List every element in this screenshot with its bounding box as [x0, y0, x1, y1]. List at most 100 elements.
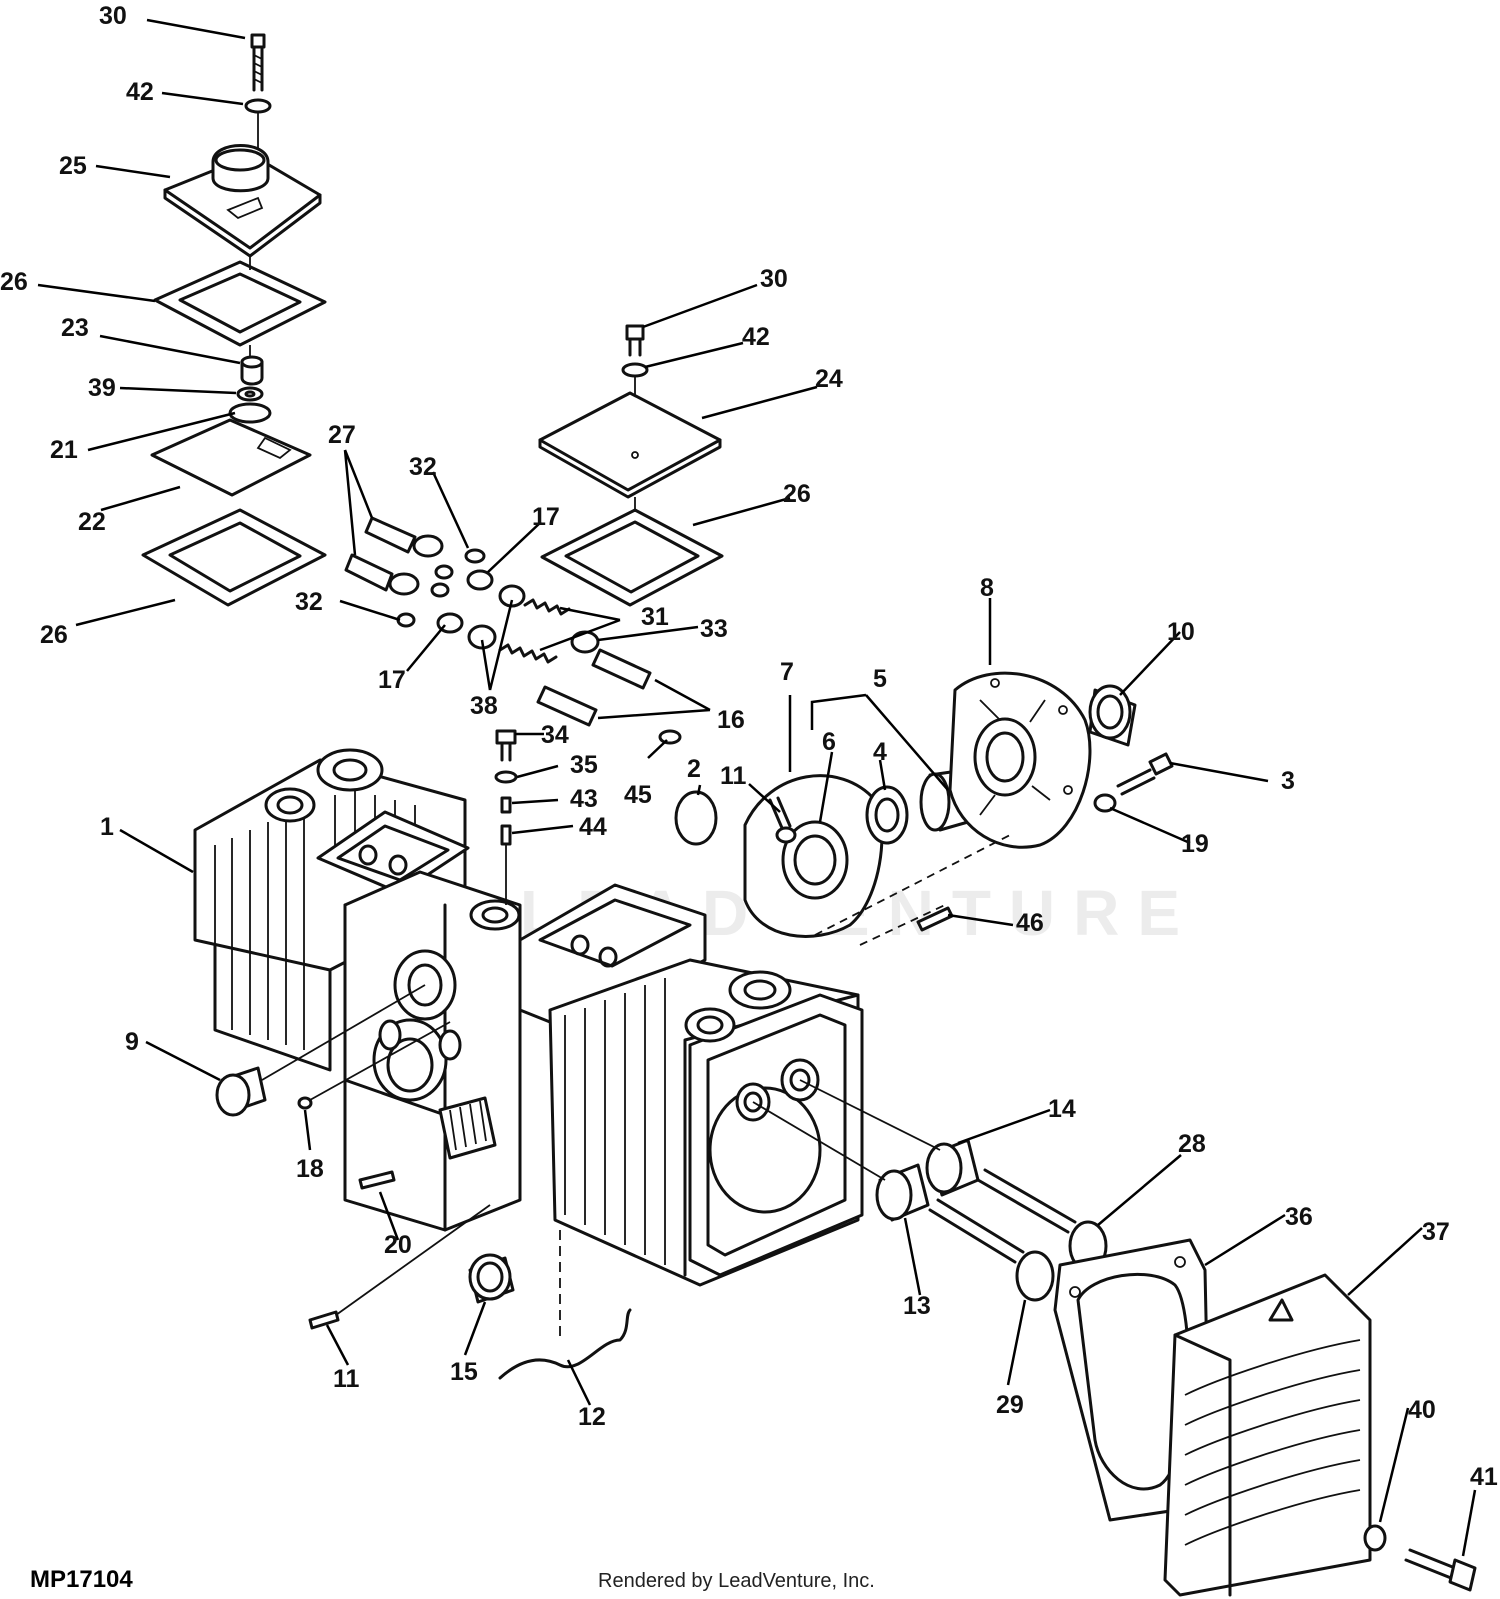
callout-17-upper: 17	[532, 503, 560, 531]
part-26-gasket-upper-left	[153, 260, 327, 347]
part-26-gasket-right	[540, 508, 724, 607]
part-31-valve-springs	[498, 598, 571, 664]
part-24-breather-cover-plate	[538, 391, 722, 499]
callout-28: 28	[1178, 1130, 1206, 1158]
callout-16: 16	[717, 706, 745, 734]
part-42-washer-top	[244, 98, 272, 114]
figure-code: MP17104	[30, 1566, 133, 1593]
callout-6: 6	[822, 728, 836, 756]
part-16-valve-guides	[536, 648, 652, 727]
callout-24: 24	[815, 365, 843, 393]
assembly-line	[752, 1101, 886, 1181]
part-43-pin	[500, 796, 512, 814]
callout-7: 7	[780, 658, 794, 686]
callout-46: 46	[1016, 909, 1044, 937]
part-21-reed	[228, 402, 272, 424]
callout-32-upper: 32	[409, 453, 437, 481]
callout-1: 1	[100, 813, 114, 841]
part-20-pin	[358, 1170, 396, 1190]
callout-11-lower: 11	[333, 1365, 360, 1393]
part-41-capscrew-head	[1404, 1548, 1477, 1592]
callout-30-top: 30	[99, 2, 127, 30]
callout-26-upper-left: 26	[0, 268, 28, 296]
callout-26-lower-left: 26	[40, 621, 68, 649]
part-39-washer	[236, 386, 264, 402]
part-14-valve-seat	[925, 1138, 980, 1197]
callout-8: 8	[980, 574, 994, 602]
callout-37: 37	[1422, 1218, 1450, 1246]
part-44-pin	[500, 824, 512, 846]
part-8-bearing-housing	[948, 671, 1092, 849]
callout-13: 13	[903, 1292, 931, 1320]
callout-14: 14	[1048, 1095, 1076, 1123]
part-38-seals	[467, 584, 526, 650]
callout-36: 36	[1285, 1203, 1313, 1231]
credit-text: Rendered by LeadVenture, Inc.	[598, 1570, 875, 1592]
part-40-washer-head	[1363, 1524, 1387, 1552]
callout-25: 25	[59, 152, 87, 180]
callout-43: 43	[570, 785, 598, 813]
part-13-valve-seat	[875, 1163, 930, 1222]
callout-45: 45	[624, 781, 652, 809]
part-45-o-ring	[658, 729, 682, 745]
callout-38: 38	[470, 692, 498, 720]
callout-29: 29	[996, 1391, 1024, 1419]
part-23-spacer	[240, 355, 264, 386]
part-4-seal	[865, 785, 909, 845]
part-15-bushing	[468, 1253, 515, 1304]
callout-35: 35	[570, 751, 598, 779]
part-35-washer	[494, 770, 518, 784]
callout-22: 22	[78, 508, 106, 536]
callout-42-right: 42	[742, 323, 770, 351]
callout-4: 4	[873, 738, 887, 766]
callout-27: 27	[328, 421, 356, 449]
part-19-washer	[1093, 793, 1117, 813]
assembly-line	[335, 1204, 491, 1316]
part-29-intake-valve	[928, 1198, 1055, 1302]
part-30-capscrew-top	[250, 33, 266, 92]
assembly-line	[261, 984, 426, 1081]
callout-44: 44	[579, 813, 607, 841]
part-2-plug	[674, 790, 718, 846]
callout-5: 5	[873, 665, 887, 693]
callout-3: 3	[1281, 767, 1295, 795]
part-10-seal	[1088, 684, 1137, 747]
callout-2: 2	[687, 755, 701, 783]
callout-41: 41	[1470, 1463, 1498, 1491]
callout-32-lower: 32	[295, 588, 323, 616]
callout-12: 12	[578, 1403, 606, 1431]
callout-20: 20	[384, 1231, 412, 1259]
part-17-retainers	[436, 569, 494, 634]
leader-lines	[37, 18, 1477, 1557]
part-9-bushing	[215, 1066, 267, 1117]
callout-11-plate: 11	[720, 762, 747, 790]
part-42-washer-right	[621, 362, 649, 378]
callout-42-top: 42	[126, 78, 154, 106]
assembly-line	[309, 1021, 451, 1101]
callout-40: 40	[1408, 1396, 1436, 1424]
callout-33: 33	[700, 615, 728, 643]
part-18-plug	[297, 1096, 313, 1110]
callout-21: 21	[50, 436, 78, 464]
callout-26-right: 26	[783, 480, 811, 508]
part-3-capscrew-housing	[1116, 752, 1174, 796]
part-1-crankcase-cylinder-block	[193, 748, 864, 1287]
part-30-capscrew-right	[625, 324, 645, 357]
part-27-valve-lifters	[344, 516, 444, 596]
callout-30-right: 30	[760, 265, 788, 293]
part-32-keepers	[396, 548, 486, 628]
callout-34: 34	[541, 721, 569, 749]
callouts: 30 42 25 26 23 39 21 22 26 30 42 24 26 2…	[0, 2, 1498, 1491]
callout-18: 18	[296, 1155, 324, 1183]
callout-39: 39	[88, 374, 116, 402]
callout-9: 9	[125, 1028, 139, 1056]
callout-31: 31	[641, 603, 669, 631]
part-12-wire	[498, 1308, 632, 1380]
callout-15: 15	[450, 1358, 478, 1386]
callout-17-lower: 17	[378, 666, 406, 694]
part-11-dowel-pin-lower	[308, 1310, 340, 1330]
part-37-cylinder-head	[1163, 1273, 1372, 1597]
part-26-gasket-lower-left	[141, 508, 327, 607]
callout-23: 23	[61, 314, 89, 342]
